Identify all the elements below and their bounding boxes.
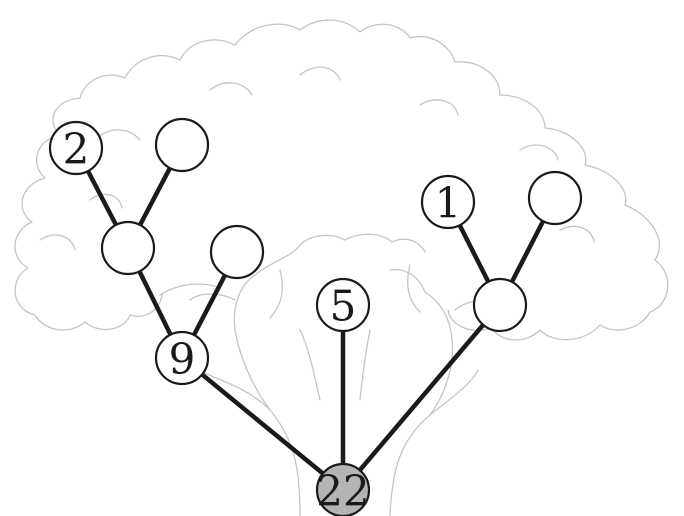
tree-node-nLLr xyxy=(154,117,210,173)
tree-node-nRR xyxy=(527,170,583,226)
tree-node-nL xyxy=(100,220,156,276)
node-circle xyxy=(100,220,156,276)
tree-node-n2: 2 xyxy=(48,120,104,176)
node-circle xyxy=(527,170,583,226)
node-label: 22 xyxy=(316,467,369,516)
node-circle xyxy=(48,120,104,176)
canopy-outline-left xyxy=(14,134,163,331)
branch-outline-1 xyxy=(189,233,426,401)
node-label: 1 xyxy=(435,179,462,228)
edge-root-nR xyxy=(341,303,502,492)
tree-node-nLR xyxy=(209,224,265,280)
node-label: 5 xyxy=(330,282,357,331)
node-circle xyxy=(315,277,371,333)
node-circle xyxy=(420,174,476,230)
node-circle xyxy=(209,224,265,280)
tree-node-n9: 9 xyxy=(154,330,210,386)
tree-node-root: 22 xyxy=(315,462,371,516)
node-circle xyxy=(154,117,210,173)
node-label: 2 xyxy=(63,125,90,174)
node-circle xyxy=(154,330,210,386)
tree-node-n5: 5 xyxy=(315,277,371,333)
node-circle xyxy=(315,462,371,516)
nodes-layer: 22 9 5 2 1 xyxy=(48,117,583,516)
node-label: 9 xyxy=(169,335,196,384)
trunk-outline xyxy=(199,274,479,516)
edge-root-n9 xyxy=(180,356,345,492)
tree-node-nR xyxy=(472,277,528,333)
tree-node-n1: 1 xyxy=(420,174,476,230)
canopy-outline xyxy=(52,19,669,341)
node-circle xyxy=(472,277,528,333)
canopy-inner-1 xyxy=(39,66,595,251)
